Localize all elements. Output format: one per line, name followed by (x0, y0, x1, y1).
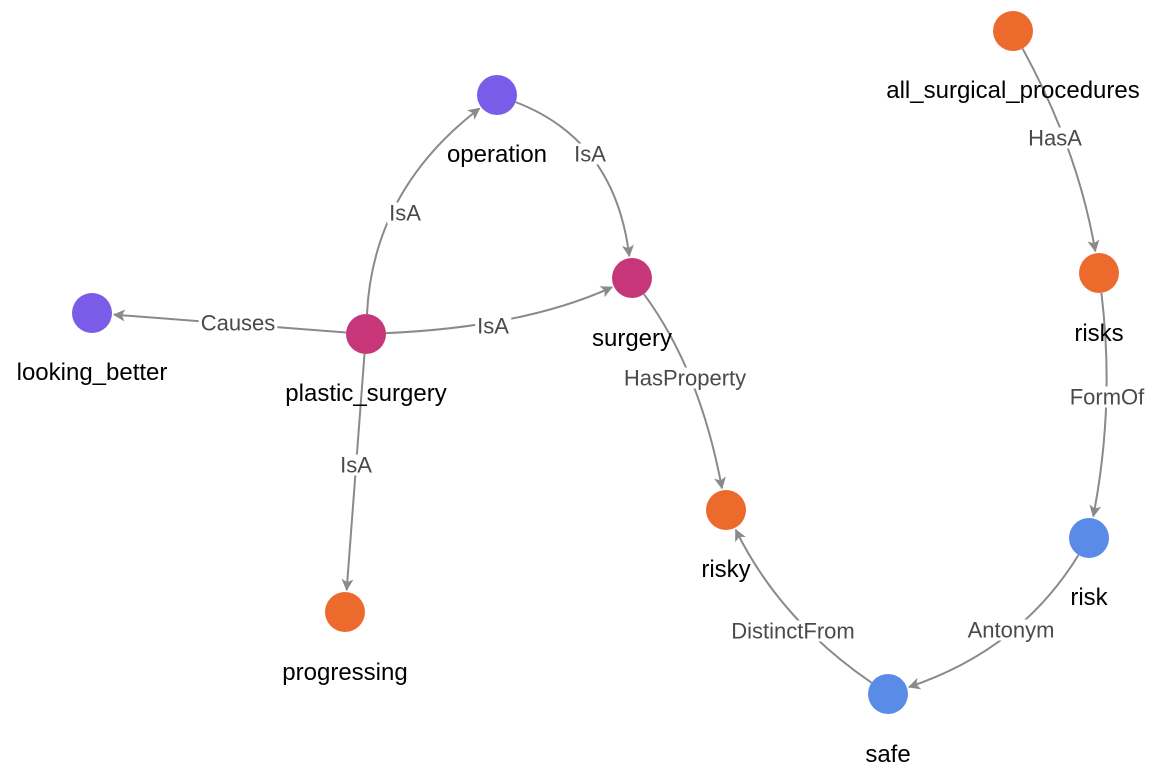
node-label-risk: risk (1070, 584, 1108, 611)
node-label-risky: risky (701, 556, 750, 583)
node-progressing[interactable] (325, 592, 365, 632)
node-safe[interactable] (868, 674, 908, 714)
node-looking-better[interactable] (72, 293, 112, 333)
node-plastic-surgery[interactable] (346, 314, 386, 354)
node-label-plastic-surgery: plastic_surgery (285, 380, 446, 407)
node-label-all-surgical-procedures: all_surgical_procedures (886, 77, 1139, 104)
edge-label-background (387, 202, 424, 224)
edge-label-group: DistinctFrom (729, 619, 857, 644)
edge-label: Antonym (968, 618, 1055, 643)
edge-plastic_surgery-to-surgery[interactable] (385, 286, 613, 335)
edge-label: Causes (201, 311, 276, 336)
edge-label: IsA (477, 314, 509, 339)
edge-label-group: IsA (572, 142, 609, 167)
edge-label-background (475, 315, 512, 337)
edge-label-background (572, 143, 609, 165)
edge-operation-to-surgery[interactable] (515, 101, 634, 258)
edge-label-background (338, 454, 375, 476)
node-label-progressing: progressing (282, 659, 407, 686)
node-surgery[interactable] (612, 258, 652, 298)
edge-label-background (621, 367, 749, 389)
nodes-layer (72, 11, 1119, 714)
edge-label-background (1067, 386, 1148, 408)
edge-label-group: IsA (387, 201, 424, 226)
edge-label-group: FormOf (1067, 385, 1148, 410)
node-operation[interactable] (477, 75, 517, 115)
node-labels-layer: operation looking_better plastic_surgery su… (17, 77, 1140, 768)
edge-label-background (965, 619, 1057, 641)
edge-label-group: Causes (198, 311, 278, 336)
edge-label-group: IsA (338, 453, 375, 478)
edge-all_surgical_procedures-to-risks[interactable] (1021, 48, 1100, 253)
edge-label: DistinctFrom (731, 619, 854, 644)
node-label-safe: safe (865, 741, 910, 768)
node-label-risks: risks (1074, 320, 1123, 347)
node-label-looking-better: looking_better (17, 359, 168, 386)
edge-surgery-to-risky[interactable] (643, 293, 726, 490)
node-label-surgery: surgery (592, 325, 672, 352)
edge-label: IsA (574, 142, 606, 167)
edge-label-background (1026, 127, 1085, 149)
edge-label-background (729, 620, 857, 642)
node-risk[interactable] (1069, 518, 1109, 558)
edge-label: HasA (1028, 126, 1082, 151)
edge-plastic_surgery-to-operation[interactable] (365, 107, 481, 315)
node-label-operation: operation (447, 141, 547, 168)
node-risks[interactable] (1079, 253, 1119, 293)
edge-label-group: HasProperty (621, 366, 749, 391)
edge-label: IsA (389, 201, 421, 226)
edge-label-group: Antonym (965, 618, 1057, 643)
edge-safe-to-risky[interactable] (734, 528, 873, 684)
edges-layer (112, 48, 1108, 690)
edge-label-background (198, 312, 278, 334)
node-risky[interactable] (706, 490, 746, 530)
node-all-surgical-procedures[interactable] (993, 11, 1033, 51)
edge-label: HasProperty (624, 366, 746, 391)
edge-label: IsA (340, 453, 372, 478)
edge-label: FormOf (1070, 385, 1145, 410)
edge-label-group: HasA (1026, 126, 1085, 151)
edge-label-group: IsA (475, 314, 512, 339)
